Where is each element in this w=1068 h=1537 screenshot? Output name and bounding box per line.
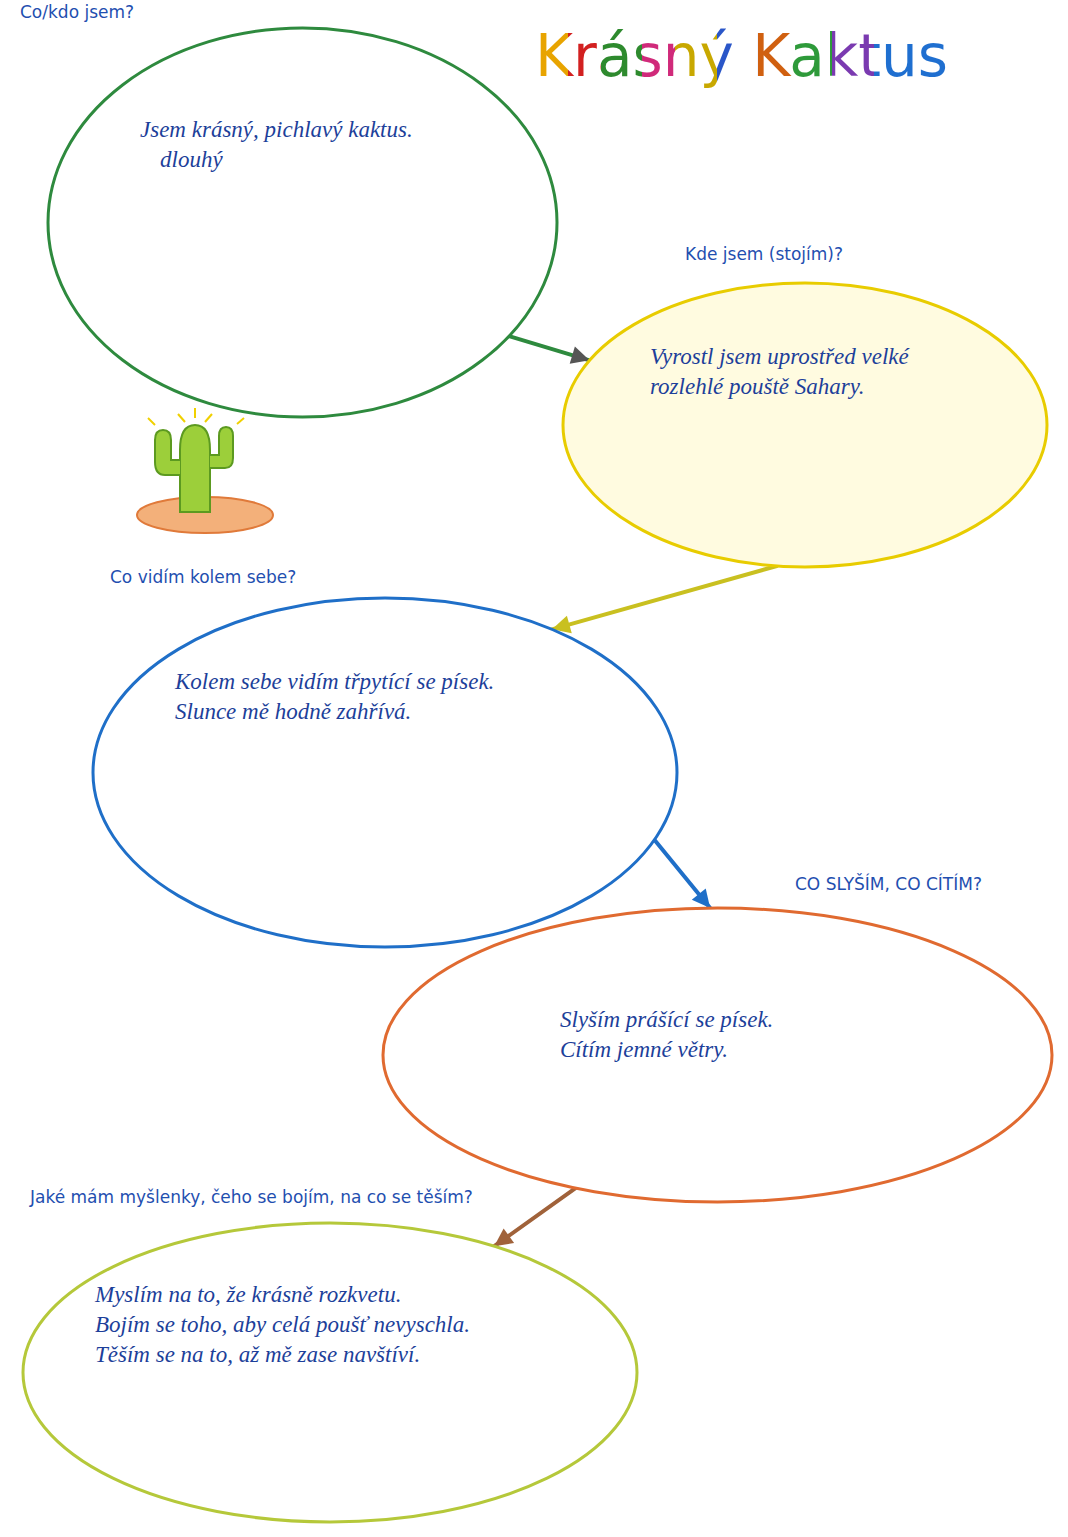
handwritten-answer: Cítím jemné větry.: [560, 1035, 940, 1065]
diagram-title: Krásný Kaktus: [535, 22, 948, 90]
arrow-line: [552, 566, 777, 629]
flow-arrow: [654, 840, 710, 908]
handwritten-answer: Jsem krásný, pichlavý kaktus.: [140, 115, 480, 145]
oval-bubble: Co/kdo jsem?Jsem krásný, pichlavý kaktus…: [45, 25, 560, 420]
oval-bubble: Kde jsem (stojím)?Vyrostl jsem uprostřed…: [560, 280, 1050, 570]
handwritten-answer: Slunce mě hodně zahřívá.: [175, 697, 595, 727]
oval-outline: [90, 595, 680, 950]
oval-bubble: Co vidím kolem sebe?Kolem sebe vidím třp…: [90, 595, 680, 950]
handwritten-answer: Myslím na to, že krásně rozkvetu.: [95, 1280, 555, 1310]
arrow-head: [692, 888, 710, 908]
answer-body: Myslím na to, že krásně rozkvetu.Bojím s…: [95, 1280, 555, 1370]
answer-body: Vyrostl jsem uprostřed velké rozlehlé po…: [650, 342, 980, 402]
question-heading: Kde jsem (stojím)?: [685, 244, 843, 264]
flow-arrow: [552, 566, 777, 633]
flow-arrow: [509, 336, 589, 364]
arrow-line: [494, 1188, 575, 1246]
handwritten-answer: dlouhý: [160, 145, 480, 175]
handwritten-answer: Těším se na to, až mě zase navštíví.: [95, 1340, 555, 1370]
oval-bubble: Jaké mám myšlenky, čeho se bojím, na co …: [20, 1220, 640, 1525]
oval-outline: [20, 1220, 640, 1525]
handwritten-answer: Slyším prášící se písek.: [560, 1005, 940, 1035]
question-heading: Co/kdo jsem?: [20, 2, 134, 22]
arrow-line: [654, 840, 710, 908]
arrow-head: [494, 1228, 514, 1246]
oval-outline: [45, 25, 560, 420]
question-heading: Jaké mám myšlenky, čeho se bojím, na co …: [30, 1187, 473, 1207]
arrow-head: [570, 347, 590, 364]
question-heading: CO SLYŠÍM, CO CÍTÍM?: [795, 874, 982, 894]
oval-bubble: CO SLYŠÍM, CO CÍTÍM?Slyším prášící se pí…: [380, 905, 1055, 1205]
question-heading: Co vidím kolem sebe?: [110, 567, 296, 587]
answer-body: Kolem sebe vidím třpytící se písek.Slunc…: [175, 667, 595, 727]
answer-body: Slyším prášící se písek.Cítím jemné větr…: [560, 1005, 940, 1065]
handwritten-answer: Kolem sebe vidím třpytící se písek.: [175, 667, 595, 697]
flow-arrow: [494, 1188, 575, 1246]
handwritten-answer: Bojím se toho, aby celá poušť nevyschla.: [95, 1310, 555, 1340]
answer-body: Jsem krásný, pichlavý kaktus.dlouhý: [140, 115, 480, 175]
oval-outline: [560, 280, 1050, 570]
handwritten-answer: Vyrostl jsem uprostřed velké rozlehlé po…: [650, 342, 980, 402]
